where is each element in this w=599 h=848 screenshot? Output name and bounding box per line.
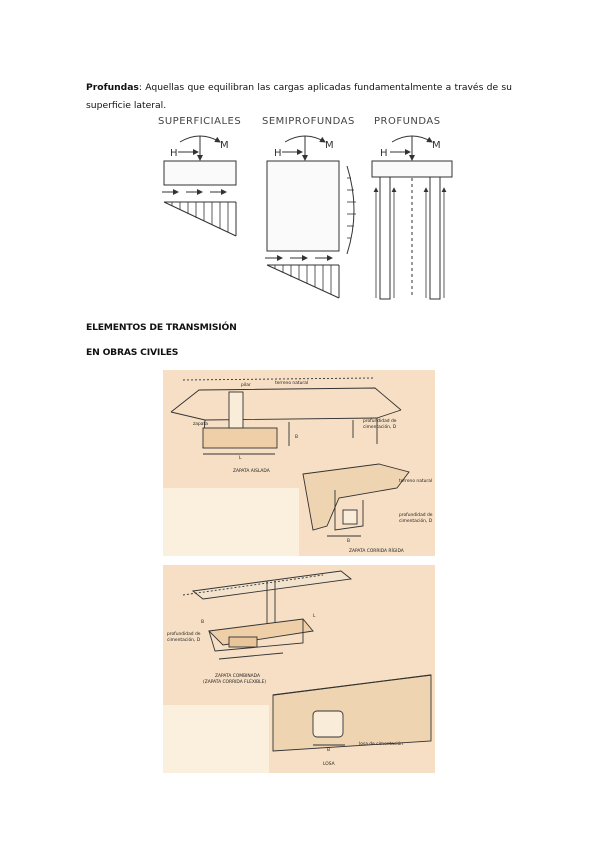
label-b: B	[201, 619, 204, 625]
label-profundidad: profundidad de	[167, 631, 201, 637]
label-b-2: B	[347, 538, 350, 544]
superficiales-m-label: M	[220, 140, 229, 151]
heading-obras-civiles: EN OBRAS CIVILES	[86, 347, 179, 358]
caption-losa: LOSA	[323, 761, 335, 767]
heading-elementos-transmision: ELEMENTOS DE TRANSMISIÓN	[86, 322, 237, 333]
profundas-description: : Aquellas que equilibran las cargas apl…	[86, 82, 512, 112]
profundas-h-label: H	[380, 148, 388, 159]
label-zapata: zapata	[193, 421, 208, 427]
caption-zapata-combinada: ZAPATA COMBINADA	[215, 673, 260, 679]
label-profundidad-2: profundidad de	[399, 512, 433, 518]
semiprofundas-diagram	[265, 135, 356, 299]
label-b-2: B	[327, 747, 330, 753]
label-terreno-natural: terreno natural	[275, 380, 308, 386]
semiprofundas-h-label: H	[274, 148, 282, 159]
label-profundas: PROFUNDAS	[374, 116, 441, 127]
label-cimentacion-d: cimentación, D	[167, 636, 201, 643]
superficiales-diagram	[162, 135, 237, 237]
profundas-m-label: M	[432, 140, 441, 151]
label-l: L	[239, 455, 242, 461]
foundation-types-diagram: SUPERFICIALES SEMIPROFUNDAS PROFUNDAS H …	[158, 116, 453, 300]
label-l: L	[313, 613, 316, 619]
label-b: B	[295, 434, 298, 440]
figure-zapata-combinada-losa: profundidad de cimentación, D B L ZAPATA…	[163, 565, 435, 773]
figure-zapatas-aislada-corrida: terreno natural pilar zapata profundidad…	[163, 370, 435, 556]
label-pilar: pilar	[241, 382, 251, 388]
label-superficiales: SUPERFICIALES	[158, 116, 241, 127]
label-profundidad: profundidad de	[363, 418, 397, 424]
label-losa-de-cimentacion: losa de cimentación	[359, 740, 403, 747]
semiprofundas-m-label: M	[325, 140, 334, 151]
superficiales-h-label: H	[170, 148, 178, 159]
profundas-term: Profundas	[86, 82, 139, 94]
caption-zapata-aislada: ZAPATA AISLADA	[233, 468, 270, 474]
caption-zapata-corrida: ZAPATA CORRIDA RÍGIDA	[349, 547, 404, 554]
label-cimentacion-d: cimentación, D	[363, 423, 397, 430]
caption-zapata-corrida-flexible: (ZAPATA CORRIDA FLEXIBLE)	[203, 679, 266, 685]
label-terreno-natural-2: terreno natural	[399, 478, 432, 484]
label-cimentacion-d-2: cimentación, D	[399, 517, 433, 524]
label-semiprofundas: SEMIPROFUNDAS	[262, 116, 355, 127]
profundas-diagram	[371, 135, 453, 300]
profundas-paragraph: Profundas: Aquellas que equilibran las c…	[86, 79, 512, 115]
